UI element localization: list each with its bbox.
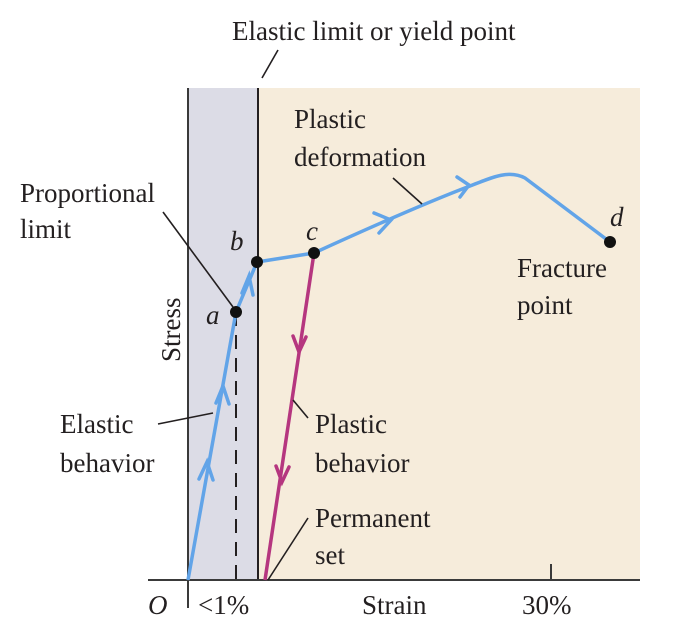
leader-plastic-behavior [292, 399, 309, 419]
x-axis-label: Strain [362, 590, 427, 620]
plastic-region [258, 88, 640, 580]
point-c [308, 247, 320, 259]
label-point-b: b [230, 226, 244, 256]
x-tick-lt1: <1% [198, 590, 249, 620]
label-plastic-2: Plastic [315, 409, 387, 439]
label-set: set [315, 540, 345, 570]
elastic-region [188, 88, 258, 580]
label-point: point [517, 290, 573, 320]
title-elastic-limit: Elastic limit or yield point [232, 16, 516, 46]
x-tick-30: 30% [522, 590, 572, 620]
point-a [230, 306, 242, 318]
point-b [251, 256, 263, 268]
label-point-a: a [206, 300, 220, 330]
y-axis-label: Stress [156, 297, 186, 362]
label-point-c: c [306, 216, 318, 246]
label-elastic: Elastic [60, 409, 133, 439]
leader-permanent-set [267, 517, 309, 581]
point-d [604, 236, 616, 248]
label-limit: limit [20, 214, 72, 244]
label-permanent: Permanent [315, 503, 431, 533]
label-proportional: Proportional [20, 178, 155, 208]
label-elastic-behavior: behavior [60, 448, 154, 478]
label-point-d: d [610, 202, 624, 232]
loading-curve [186, 172, 612, 581]
unloading-curve [263, 252, 316, 581]
origin-label: O [148, 590, 168, 620]
leader-proportional-limit [162, 211, 234, 308]
leader-elastic-limit [261, 49, 279, 79]
unloading-arrows [274, 334, 308, 487]
label-deformation: deformation [294, 142, 426, 172]
leader-plastic-deformation [392, 177, 423, 205]
label-plastic-1: Plastic [294, 104, 366, 134]
loading-arrows [197, 175, 472, 482]
leader-elastic-behavior [157, 412, 214, 425]
label-plastic-behavior: behavior [315, 448, 409, 478]
label-fracture: Fracture [517, 253, 607, 283]
